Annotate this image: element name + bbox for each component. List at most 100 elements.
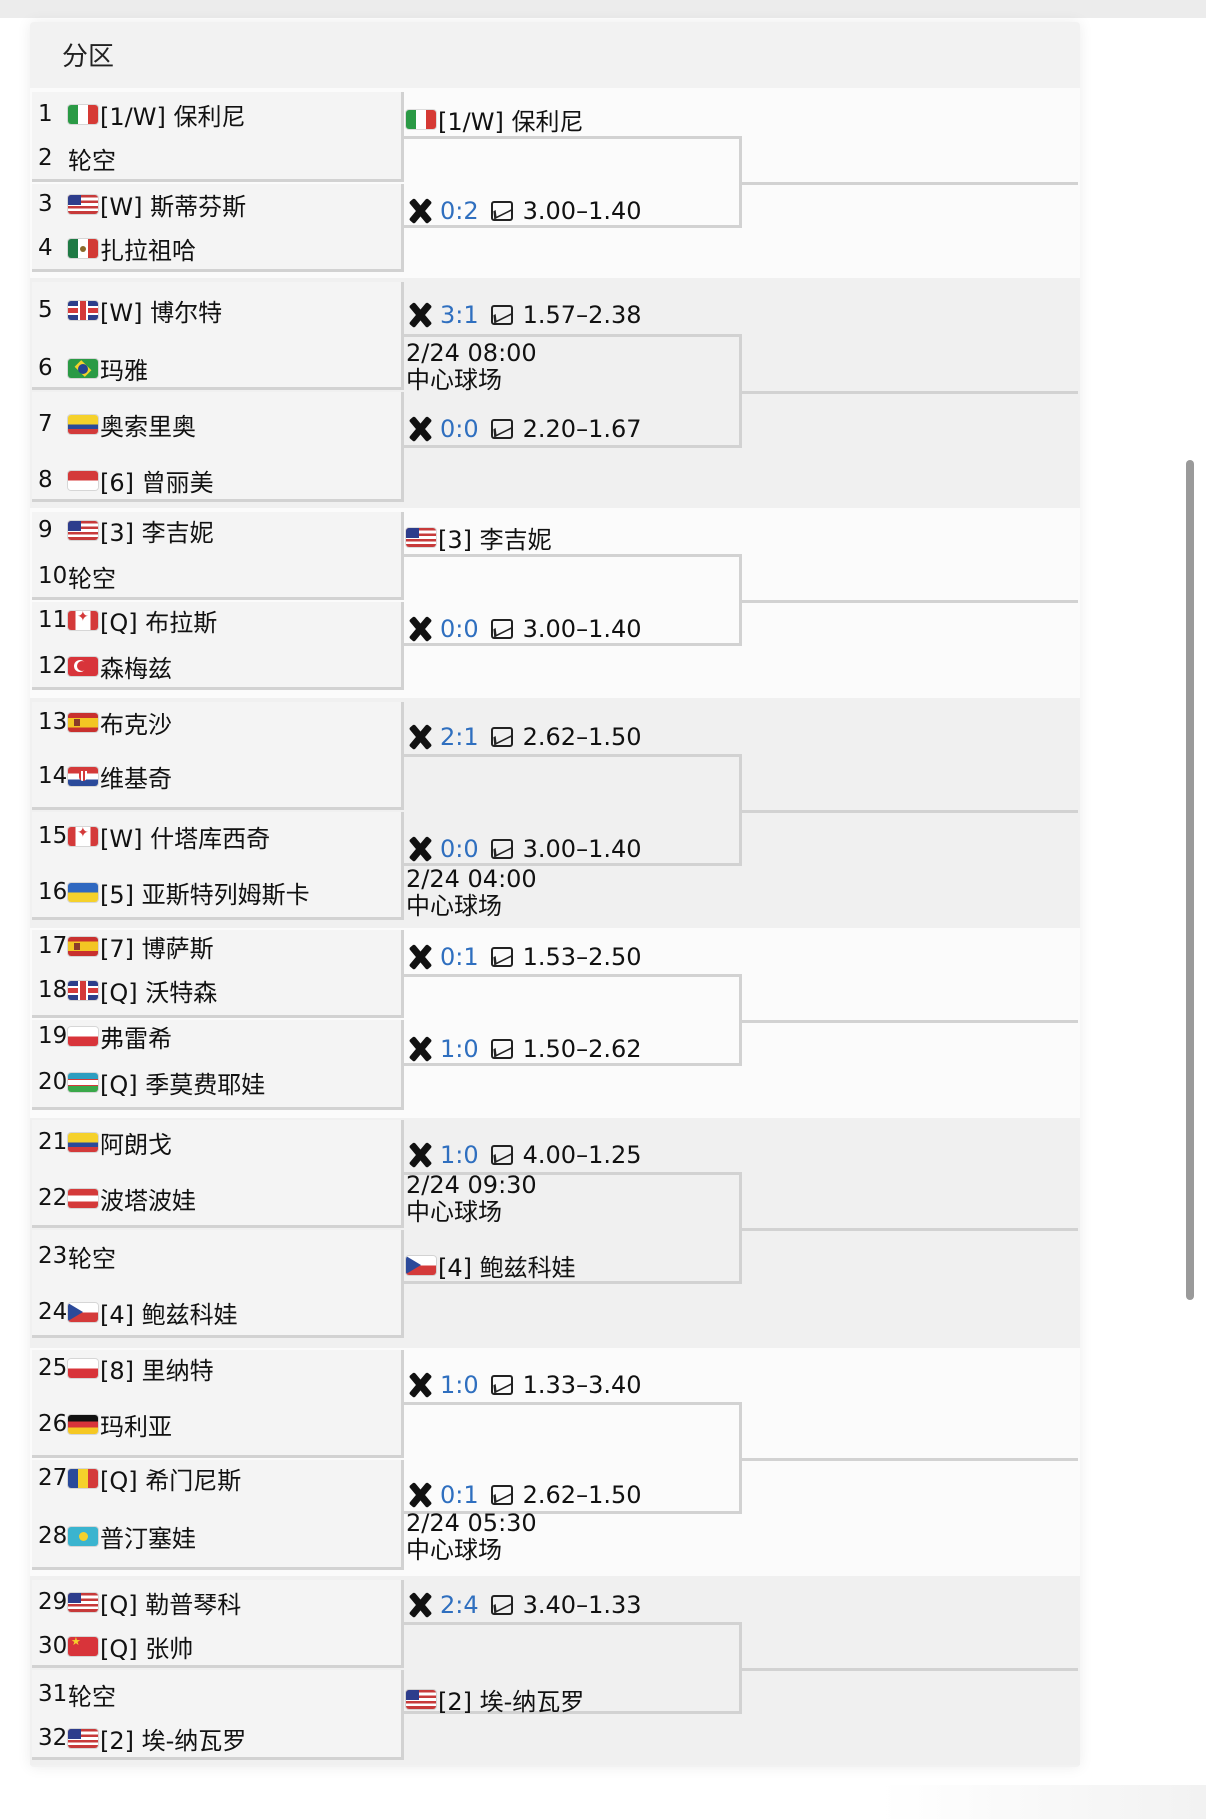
match-score[interactable]: 0:0 xyxy=(440,835,479,863)
match-score[interactable]: 1:0 xyxy=(440,1035,479,1063)
flag-us-icon xyxy=(406,527,436,547)
player-name: 轮空 xyxy=(68,564,116,593)
round3-connector xyxy=(742,1228,1078,1231)
round2-connector xyxy=(404,1172,742,1284)
advanced-player[interactable]: [2] 埃-纳瓦罗 xyxy=(406,1682,584,1716)
schedule-venue: 中心球场 xyxy=(406,366,502,394)
draw-position: 17 xyxy=(38,933,68,959)
advanced-player[interactable]: [1/W] 保利尼 xyxy=(406,102,583,136)
player-row[interactable]: 1[1/W] 保利尼 xyxy=(32,94,404,134)
flag-gb-icon xyxy=(68,980,98,1000)
match-odds: 2.62–1.50 xyxy=(522,1481,642,1509)
player-row[interactable]: 11[Q] 布拉斯 xyxy=(32,600,404,640)
match-score[interactable]: 0:0 xyxy=(440,615,479,643)
flag-id-icon xyxy=(68,470,98,490)
match-score[interactable]: 0:1 xyxy=(440,1481,479,1509)
draw-position: 13 xyxy=(38,709,68,735)
player-name: [Q] 沃特森 xyxy=(100,978,218,1007)
player-row[interactable]: 15[W] 什塔库西奇 xyxy=(32,816,404,856)
player-name: 轮空 xyxy=(68,1682,116,1711)
match-score[interactable]: 0:0 xyxy=(440,415,479,443)
player-name: [Q] 张帅 xyxy=(100,1634,194,1663)
advanced-player[interactable]: [3] 李吉妮 xyxy=(406,520,552,554)
player-row[interactable]: 9[3] 李吉妮 xyxy=(32,510,404,550)
match-score[interactable]: 1:0 xyxy=(440,1371,479,1399)
player-name: [W] 博尔特 xyxy=(100,298,223,327)
crossed-rackets-icon xyxy=(406,198,434,224)
flag-it-icon xyxy=(406,109,436,129)
flag-ad-icon xyxy=(68,1468,98,1488)
player-row[interactable]: 32[2] 埃-纳瓦罗 xyxy=(32,1718,404,1758)
player-name: [3] 李吉妮 xyxy=(100,518,214,547)
match-odds: 1.53–2.50 xyxy=(522,943,642,971)
player-row[interactable]: 24[4] 鲍兹科娃 xyxy=(32,1292,404,1332)
player-name: [Q] 季莫费耶娃 xyxy=(100,1070,266,1099)
match-score[interactable]: 0:2 xyxy=(440,197,479,225)
flag-cz-icon xyxy=(68,1302,98,1322)
player-row[interactable]: 16[5] 亚斯特列姆斯卡 xyxy=(32,872,404,912)
match-result[interactable]: 0:0 3.00–1.40 xyxy=(406,832,642,866)
match-result[interactable]: 0:1 2.62–1.50 xyxy=(406,1478,642,1512)
scrollbar[interactable] xyxy=(1186,460,1194,1300)
player-row[interactable]: 8[6] 曾丽美 xyxy=(32,460,404,500)
player-row[interactable]: 17[7] 博萨斯 xyxy=(32,926,404,966)
draw-position: 22 xyxy=(38,1185,68,1211)
player-name: [Q] 希门尼斯 xyxy=(100,1466,242,1495)
schedule-time: 2/24 05:30 xyxy=(406,1509,537,1537)
match-result[interactable]: 0:1 1.53–2.50 xyxy=(406,940,642,974)
player-name: 扎拉祖哈 xyxy=(100,236,196,265)
flag-ua-icon xyxy=(68,882,98,902)
draw-position: 11 xyxy=(38,607,68,633)
round3-connector xyxy=(742,600,1078,603)
player-row[interactable]: 18[Q] 沃特森 xyxy=(32,970,404,1010)
match-result[interactable]: 0:2 3.00–1.40 xyxy=(406,194,642,228)
match-score[interactable]: 2:4 xyxy=(440,1591,479,1619)
round2-connector xyxy=(404,1402,742,1514)
match-score[interactable]: 3:1 xyxy=(440,301,479,329)
player-row[interactable]: 3[W] 斯蒂芬斯 xyxy=(32,184,404,224)
flag-at-icon xyxy=(68,1188,98,1208)
player-name: 弗雷希 xyxy=(100,1024,172,1053)
match-score[interactable]: 2:1 xyxy=(440,723,479,751)
advanced-player[interactable]: [4] 鲍兹科娃 xyxy=(406,1248,576,1282)
player-row[interactable]: 30[Q] 张帅 xyxy=(32,1626,404,1666)
player-row[interactable]: 20[Q] 季莫费耶娃 xyxy=(32,1062,404,1102)
flag-tr-icon xyxy=(68,656,98,676)
odds-chart-icon xyxy=(490,839,513,859)
player-row[interactable]: 25[8] 里纳特 xyxy=(32,1348,404,1388)
match-score[interactable]: 0:1 xyxy=(440,943,479,971)
schedule-time: 2/24 09:30 xyxy=(406,1171,537,1199)
match-score[interactable]: 1:0 xyxy=(440,1141,479,1169)
player-row[interactable]: 29[Q] 勒普琴科 xyxy=(32,1582,404,1622)
draw-position: 32 xyxy=(38,1725,68,1751)
match-odds: 3.00–1.40 xyxy=(522,197,642,225)
player-row[interactable]: 27[Q] 希门尼斯 xyxy=(32,1458,404,1498)
odds-chart-icon xyxy=(490,305,513,325)
player-row[interactable]: 5[W] 博尔特 xyxy=(32,290,404,330)
match-odds: 3.00–1.40 xyxy=(522,835,642,863)
